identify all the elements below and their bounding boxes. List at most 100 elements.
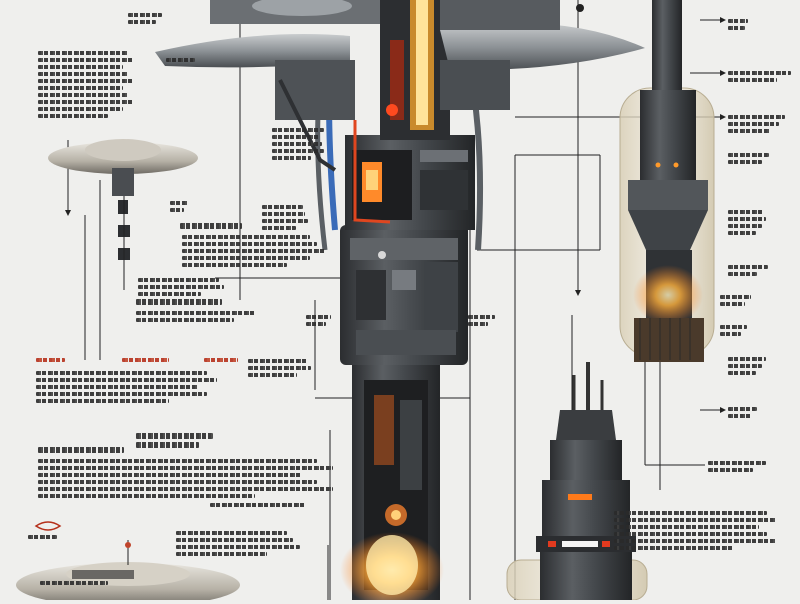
annotation-glyph-line — [728, 115, 785, 119]
annotation-glyph-line — [38, 459, 317, 463]
annotation-glyph-line — [728, 122, 779, 126]
annotation-block — [728, 112, 788, 136]
annotation-glyph-line — [36, 392, 207, 396]
annotation-block — [36, 368, 226, 406]
callout-arrowheads — [65, 17, 726, 413]
annotation-block — [166, 55, 196, 65]
annotation-glyph-line — [728, 153, 769, 157]
annotation-glyph-line — [38, 86, 123, 90]
annotation-glyph-line — [36, 385, 198, 389]
annotation-glyph-line — [36, 399, 169, 403]
annotation-glyph-line — [306, 315, 331, 319]
annotation-glyph-line — [38, 466, 333, 470]
annotation-glyph-line — [170, 201, 188, 205]
annotation-glyph-line — [128, 20, 156, 24]
annotation-block — [38, 456, 348, 501]
annotation-block — [182, 232, 332, 270]
annotation-block — [36, 355, 66, 365]
annotation-glyph-line — [36, 371, 207, 375]
annotation-glyph-line — [248, 373, 297, 377]
annotation-block — [272, 125, 327, 163]
annotation-block — [728, 16, 752, 33]
annotation-glyph-line — [138, 285, 224, 289]
annotation-block — [40, 578, 120, 588]
annotation-glyph-line — [262, 226, 296, 230]
annotation-block — [708, 458, 772, 475]
annotation-glyph-line — [728, 217, 766, 221]
annotation-glyph-line — [306, 322, 326, 326]
annotation-glyph-line — [138, 292, 201, 296]
annotation-glyph-line — [468, 322, 488, 326]
annotation-block — [728, 68, 798, 85]
annotation-glyph-line — [728, 231, 756, 235]
annotation-block — [728, 354, 768, 378]
annotation-glyph-line — [708, 461, 766, 465]
annotation-glyph-line — [136, 311, 255, 315]
annotation-glyph-line — [728, 71, 791, 75]
annotation-block — [176, 528, 306, 559]
annotation-glyph-line — [728, 210, 764, 214]
annotation-block — [38, 48, 138, 121]
annotation-glyph-line — [728, 364, 762, 368]
annotation-glyph-line — [248, 366, 311, 370]
annotation-glyph-line — [204, 358, 238, 362]
annotation-glyph-line — [614, 511, 767, 515]
annotation-block — [28, 532, 58, 542]
annotation-glyph-line — [38, 487, 333, 491]
annotation-glyph-line — [166, 58, 195, 62]
annotation-glyph-line — [38, 114, 108, 118]
annotation-glyph-line — [28, 535, 57, 539]
annotation-glyph-line — [136, 433, 213, 439]
annotation-block — [136, 296, 226, 308]
annotation-glyph-line — [176, 545, 300, 549]
annotation-glyph-line — [182, 235, 310, 239]
annotation-glyph-line — [262, 212, 305, 216]
annotation-glyph-line — [728, 78, 777, 82]
annotation-glyph-line — [272, 149, 324, 153]
annotation-block — [728, 262, 770, 279]
annotation-glyph-line — [210, 503, 305, 507]
annotation-glyph-line — [728, 26, 745, 30]
annotation-block — [728, 404, 762, 421]
upper-saucer-deck — [155, 0, 645, 172]
annotation-block — [38, 444, 128, 456]
annotation-glyph-line — [38, 72, 128, 76]
annotation-glyph-line — [614, 532, 767, 536]
annotation-glyph-line — [262, 205, 303, 209]
annotation-block — [614, 508, 784, 553]
bottom-left-saucer — [16, 521, 240, 604]
annotation-glyph-line — [614, 525, 759, 529]
annotation-glyph-line — [728, 371, 756, 375]
annotation-glyph-line — [136, 299, 222, 305]
annotation-glyph-line — [182, 256, 310, 260]
annotation-glyph-line — [38, 51, 128, 55]
annotation-glyph-line — [262, 219, 308, 223]
annotation-glyph-line — [272, 142, 322, 146]
annotation-glyph-line — [708, 468, 753, 472]
annotation-glyph-line — [728, 160, 762, 164]
annotation-block — [728, 207, 768, 238]
annotation-glyph-line — [38, 100, 133, 104]
annotation-glyph-line — [128, 13, 162, 17]
annotation-block — [262, 202, 310, 233]
annotation-glyph-line — [614, 518, 776, 522]
annotation-glyph-line — [180, 223, 242, 229]
annotation-glyph-line — [720, 302, 745, 306]
annotation-glyph-line — [176, 538, 293, 542]
annotation-glyph-line — [182, 249, 325, 253]
annotation-block — [180, 220, 245, 232]
annotation-glyph-line — [36, 358, 65, 362]
annotation-glyph-line — [40, 581, 108, 585]
right-glass-capsule-tower — [619, 0, 715, 362]
annotation-glyph-line — [138, 278, 219, 282]
annotation-glyph-line — [272, 135, 319, 139]
annotation-glyph-line — [38, 79, 133, 83]
annotation-glyph-line — [728, 272, 757, 276]
annotation-glyph-line — [272, 128, 324, 132]
annotation-glyph-line — [728, 407, 757, 411]
annotation-glyph-line — [248, 359, 308, 363]
annotation-block — [248, 356, 318, 380]
annotation-glyph-line — [38, 58, 133, 62]
lower-right-rocket-module — [506, 362, 648, 601]
